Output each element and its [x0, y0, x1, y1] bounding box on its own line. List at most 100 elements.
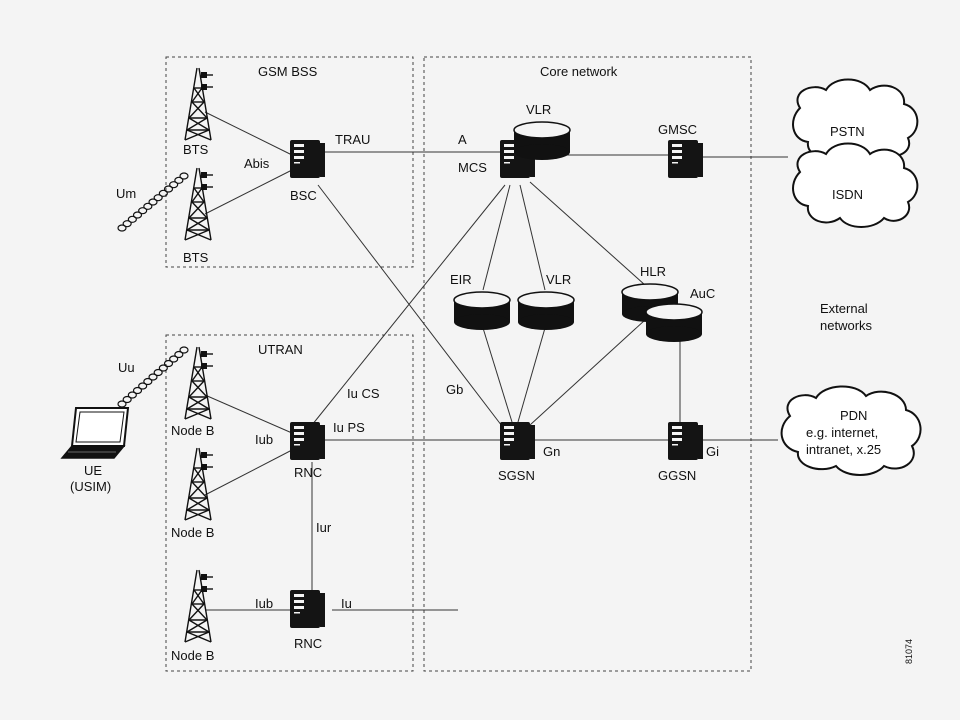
- radio-coil: [163, 359, 174, 368]
- link-bts2-bsc: [204, 169, 293, 215]
- link-mcs-rnc: [311, 184, 506, 426]
- radio-coil: [153, 368, 163, 377]
- abis-label: Abis: [244, 156, 270, 171]
- radio-coil: [158, 364, 168, 372]
- auc-database: [645, 303, 703, 342]
- ue-label-2: (USIM): [70, 479, 111, 494]
- um-label: Um: [116, 186, 136, 201]
- isdn-label: ISDN: [832, 187, 863, 202]
- uu-radio-link: [117, 346, 189, 408]
- auc-label: AuC: [690, 286, 715, 301]
- rnc-server-1: [290, 422, 325, 460]
- iu-cs-label: Iu CS: [347, 386, 380, 401]
- link-mcs-vlr: [519, 184, 546, 291]
- link-nodeb2-rnc: [204, 449, 293, 496]
- vlr-top-database: [513, 121, 571, 160]
- gn-label: Gn: [543, 444, 560, 459]
- gmsc-server: [668, 140, 703, 178]
- node-b-1-label: Node B: [171, 423, 214, 438]
- uu-label: Uu: [118, 360, 135, 375]
- gmsc-label: GMSC: [658, 122, 697, 137]
- um-radio-link: [117, 172, 189, 232]
- link-hlr-sgsn: [529, 319, 646, 426]
- iu-ps-label: Iu PS: [333, 420, 365, 435]
- radio-coil: [148, 373, 158, 381]
- eir-database: [453, 291, 511, 330]
- core-network-label: Core network: [540, 64, 618, 79]
- link-eir-sgsn: [482, 327, 513, 423]
- radio-coil: [179, 172, 189, 180]
- rnc-2-label: RNC: [294, 636, 322, 651]
- bts-tower-2: [184, 167, 214, 241]
- sgsn-server: [500, 422, 535, 460]
- gb-label: Gb: [446, 382, 463, 397]
- iub-1-label: Iub: [255, 432, 273, 447]
- radio-coil: [143, 202, 153, 210]
- node-b-tower-2: [184, 447, 214, 521]
- gsm-bss-label: GSM BSS: [258, 64, 318, 79]
- radio-coil: [132, 211, 143, 219]
- bsc-server: [290, 140, 325, 178]
- ggsn-server: [668, 422, 703, 460]
- radio-coil: [132, 386, 143, 395]
- bts-1-label: BTS: [183, 142, 209, 157]
- external-networks-label-1: External: [820, 301, 868, 316]
- a-label: A: [458, 132, 467, 147]
- iur-label: Iur: [316, 520, 332, 535]
- links: [204, 111, 788, 611]
- radio-coil: [163, 185, 174, 193]
- radio-coil: [179, 346, 189, 354]
- rnc-server-2: [290, 590, 325, 628]
- radio-coil: [153, 194, 163, 202]
- node-b-tower-1: [184, 346, 214, 420]
- radio-coil: [138, 207, 148, 215]
- gi-label: Gi: [706, 444, 719, 459]
- radio-coil: [143, 377, 153, 386]
- utran-label: UTRAN: [258, 342, 303, 357]
- link-mcs-hlr: [529, 181, 646, 286]
- radio-coil: [169, 181, 179, 189]
- link-vlr-sgsn: [517, 327, 546, 423]
- radio-coil: [122, 395, 132, 404]
- radio-coil: [169, 355, 179, 363]
- pdn-label-2: e.g. internet,: [806, 425, 878, 440]
- pdn-cloud: [780, 385, 922, 476]
- radio-coil: [138, 382, 148, 390]
- link-bts1-bsc: [204, 111, 293, 156]
- radio-coil: [148, 198, 158, 206]
- ggsn-label: GGSN: [658, 468, 696, 483]
- labels: GSM BSS Core network UTRAN External netw…: [70, 64, 914, 664]
- sgsn-label: SGSN: [498, 468, 535, 483]
- utran-region: [165, 334, 414, 672]
- radio-coil: [117, 224, 127, 232]
- iu-label: Iu: [341, 596, 352, 611]
- vlr-mid-database: [517, 291, 575, 330]
- radio-coil: [117, 400, 127, 408]
- link-nodeb1-rnc: [204, 394, 293, 434]
- ue-label-1: UE: [84, 463, 102, 478]
- trau-label: TRAU: [335, 132, 370, 147]
- bts-2-label: BTS: [183, 250, 209, 265]
- radio-coil: [127, 391, 137, 399]
- node-b-3-label: Node B: [171, 648, 214, 663]
- node-b-tower-3: [184, 569, 214, 643]
- vlr-top-label: VLR: [526, 102, 551, 117]
- radio-coil: [127, 215, 137, 223]
- radio-coil: [122, 220, 132, 228]
- vlr-mid-label: VLR: [546, 272, 571, 287]
- link-bsc-sgsn: [317, 184, 506, 431]
- bts-tower-1: [184, 67, 214, 141]
- eir-label: EIR: [450, 272, 472, 287]
- hlr-label: HLR: [640, 264, 666, 279]
- figure-id-label: 81074: [904, 639, 914, 664]
- pdn-label-3: intranet, x.25: [806, 442, 881, 457]
- node-b-2-label: Node B: [171, 525, 214, 540]
- pdn-label-1: PDN: [840, 408, 867, 423]
- external-networks-label-2: networks: [820, 318, 873, 333]
- radio-coil: [158, 189, 168, 197]
- link-mcs-eir: [482, 184, 511, 291]
- bsc-label: BSC: [290, 188, 317, 203]
- mcs-label: MCS: [458, 160, 487, 175]
